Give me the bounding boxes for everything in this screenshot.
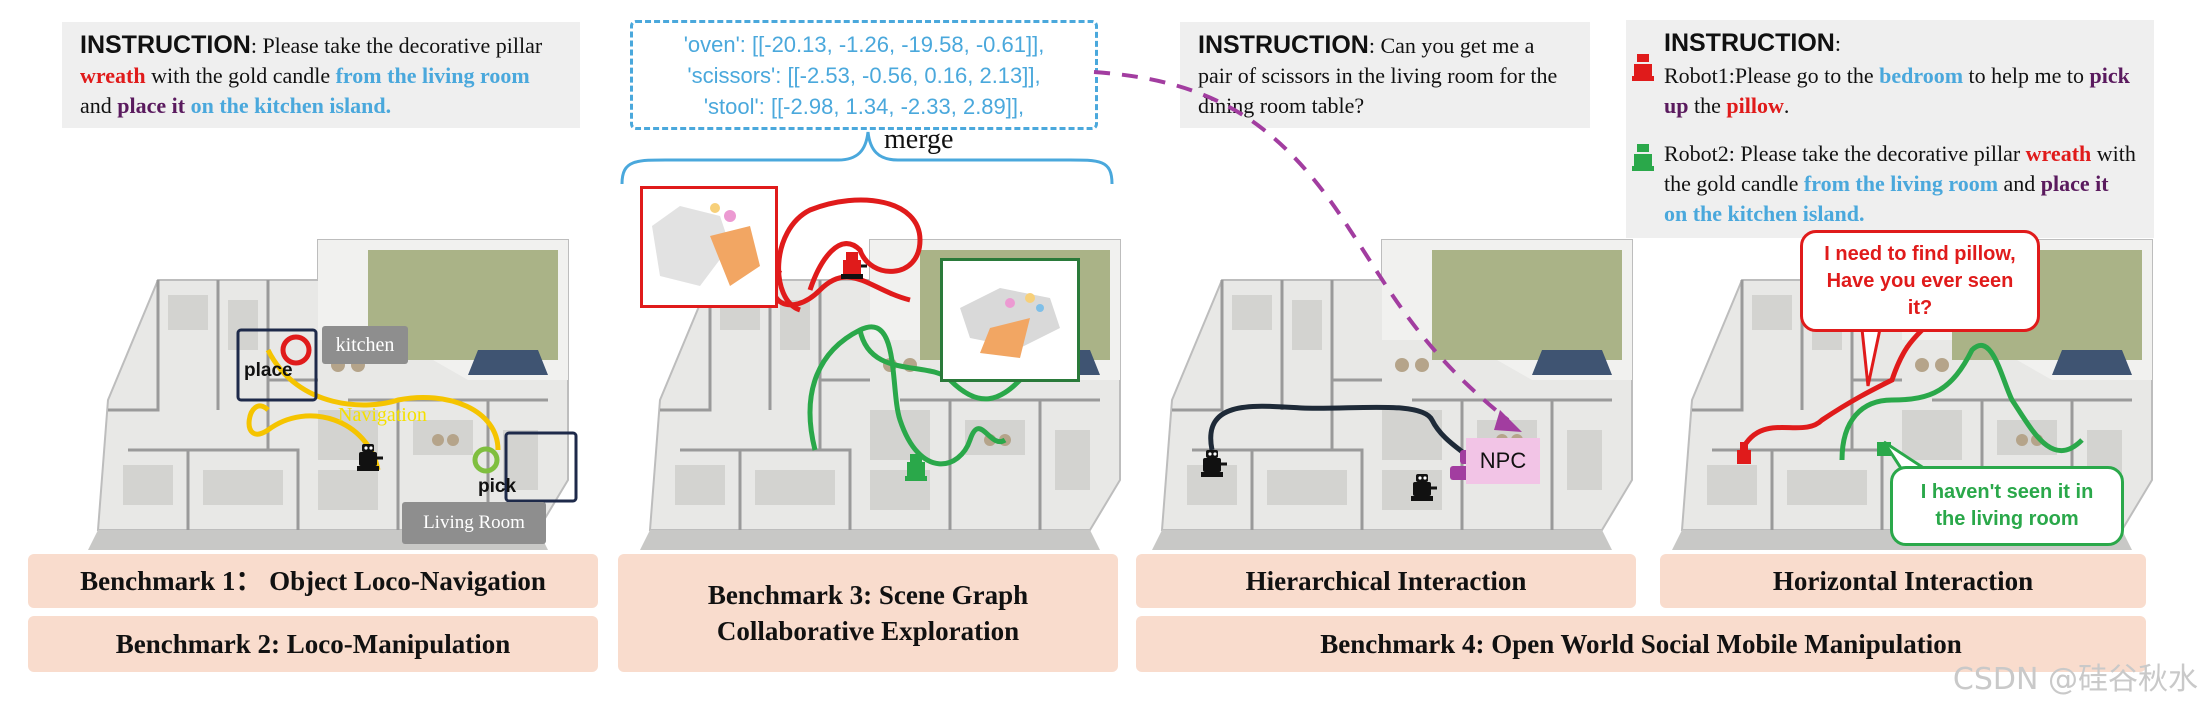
benchmark-1-box: Benchmark 1： Object Loco-Navigation [28, 554, 598, 608]
instruction-colon: : [1834, 31, 1841, 56]
robot1-instruction-segment: pick up [1664, 63, 2130, 118]
kitchen-label: kitchen [322, 326, 408, 364]
robot2-instruction-segment: from the living room [1803, 171, 1999, 196]
panel3-instruction: INSTRUCTION: Can you get me a pair of sc… [1180, 22, 1590, 128]
robot1-instruction-segment: to help me to [1963, 63, 2090, 88]
panel1-instruction-segment: place it [117, 93, 186, 118]
panel1-instruction-segment: and [80, 93, 118, 118]
red-robot-speech-bubble: I need to find pillow, Have you ever see… [1800, 230, 2040, 332]
robot2-instruction-segment: wreath [2025, 141, 2092, 166]
benchmark-3-box: Benchmark 3: Scene Graph Collaborative E… [618, 554, 1118, 672]
scene-graph-line: 'stool': [[-2.98, 1.34, -2.33, 2.89]], [703, 94, 1025, 119]
hierarchical-interaction-box: Hierarchical Interaction [1136, 554, 1636, 608]
robot2-instruction-segment: Robot2: Please take the decorative pilla… [1664, 141, 2026, 166]
robot2-instruction-segment: place it [2040, 171, 2109, 196]
panel3-instruction-text: : Can you get me a pair of scissors in t… [1198, 33, 1558, 118]
panel1-instruction-segment: from the living room [335, 63, 530, 88]
instruction-label: INSTRUCTION [80, 31, 251, 59]
panel1-instruction: INSTRUCTION: Please take the decorative … [62, 22, 580, 128]
living-room-label: Living Room [402, 502, 546, 544]
panel1-instruction-segment: with the gold candle [145, 63, 336, 88]
panel1-instruction-segment: wreath [80, 63, 146, 88]
robot1-instruction-segment: the [1688, 93, 1727, 118]
panel1-floor-plan [86, 238, 578, 550]
panel4-floor-plan [1670, 238, 2154, 550]
robot1-instruction-segment: . [1783, 93, 1790, 118]
panel4-instruction: INSTRUCTION: Robot1:Please go to the bed… [1626, 20, 2154, 238]
green-robot-local-map [940, 258, 1080, 382]
scene-graph-box: 'oven': [[-20.13, -1.26, -19.58, -0.61]]… [630, 20, 1098, 130]
robot1-instruction-segment: pillow [1726, 93, 1784, 118]
instruction-label: INSTRUCTION [1198, 31, 1369, 59]
horizontal-interaction-box: Horizontal Interaction [1660, 554, 2146, 608]
watermark: CSDN @硅谷秋水 [1952, 662, 2198, 697]
robot1-instruction-segment: bedroom [1879, 63, 1964, 88]
benchmark-4-box: Benchmark 4: Open World Social Mobile Ma… [1136, 616, 2146, 672]
navigation-label: Navigation [338, 404, 427, 426]
npc-label: NPC [1466, 438, 1540, 484]
place-label: place [244, 360, 293, 381]
red-robot-local-map [640, 186, 778, 308]
merge-label: merge [884, 124, 954, 155]
scene-graph-line: 'oven': [[-20.13, -1.26, -19.58, -0.61]]… [683, 32, 1045, 57]
robot2-instruction-segment: with the gold candle [1664, 141, 2136, 196]
benchmark-2-box: Benchmark 2: Loco-Manipulation [28, 616, 598, 672]
merge-brace [620, 131, 1114, 185]
instruction-label: INSTRUCTION [1664, 29, 1835, 57]
panel1-instruction-segment: on the kitchen island. [190, 93, 392, 118]
robot2-icon [1632, 144, 1654, 171]
robot2-instruction-segment: and [1998, 171, 2041, 196]
robot1-icon [1632, 54, 1654, 81]
panel1-instruction-segment: : Please take the decorative pillar [250, 33, 543, 58]
robot2-instruction-segment: on the kitchen island. [1664, 201, 1865, 226]
robot1-instruction-segment: Robot1:Please go to the [1664, 63, 1880, 88]
scene-graph-line: 'scissors': [[-2.53, -0.56, 0.16, 2.13]]… [687, 63, 1041, 88]
green-robot-speech-bubble: I haven't seen it in the living room [1890, 466, 2124, 546]
pick-label: pick [478, 476, 517, 497]
dialog-arrow [1093, 70, 1522, 432]
